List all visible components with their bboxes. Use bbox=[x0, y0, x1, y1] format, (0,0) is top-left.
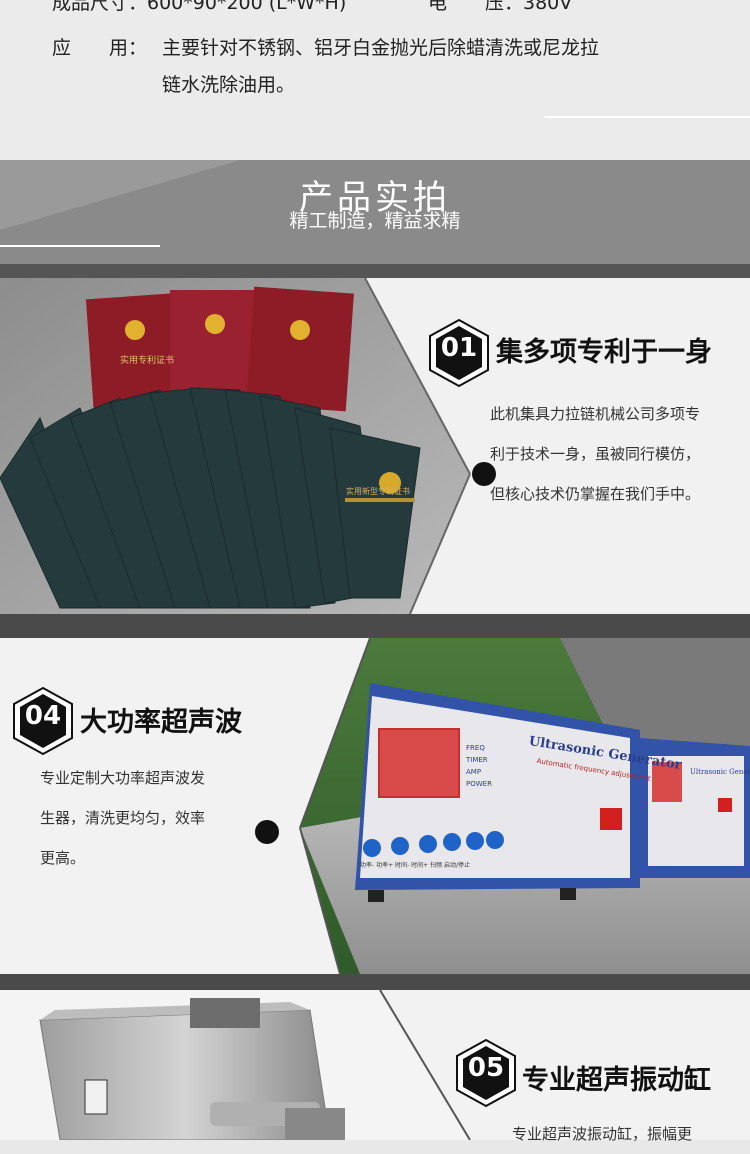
feature-05-title: 专业超声振动缸 bbox=[522, 1065, 711, 1096]
panel-label: TIMER bbox=[466, 756, 488, 764]
feature-01-desc-line: 利于技术一身，虽被同行模仿， bbox=[490, 445, 701, 463]
cert-green-label: 实用新型专利证书 bbox=[346, 487, 410, 496]
feature-01-number: 01 bbox=[440, 333, 478, 363]
separator-bar bbox=[0, 974, 750, 990]
banner-subtitle: 精工制造，精益求精 bbox=[289, 210, 461, 232]
feature-04-title: 大功率超声波 bbox=[80, 707, 242, 738]
spec-usage-text-1: 主要针对不锈钢、铝牙白金抛光后除蜡清洗或尼龙拉 bbox=[162, 37, 600, 59]
feature-01-title: 集多项专利于一身 bbox=[496, 337, 712, 368]
feature-01-desc-line: 此机集具力拉链机械公司多项专 bbox=[490, 405, 701, 423]
feature-05-desc: 专业超声波振动缸，振幅更 bbox=[512, 1114, 747, 1154]
cert-red-label: 实用专利证书 bbox=[120, 356, 175, 366]
feature-01-panel: 实用专利证书 实用新型专利证书 01 集多项专利于一身 此机集具力拉链机械公司多… bbox=[0, 278, 750, 614]
feature-05-panel: 05 专业超声振动缸 专业超声波振动缸，振幅更 bbox=[0, 990, 750, 1143]
spec-voltage: 电 压：380V bbox=[428, 0, 573, 14]
button-label: 时间- bbox=[395, 862, 410, 869]
banner-decoration bbox=[0, 160, 750, 264]
device-2-title: Ultrasonic Generator bbox=[690, 768, 750, 776]
feature-04-desc-line: 生器，清洗更均匀，效率 bbox=[40, 809, 206, 827]
feature-05-desc-line: 专业超声波振动缸，振幅更 bbox=[512, 1125, 693, 1143]
spec-usage-label: 应 用： bbox=[52, 37, 148, 59]
feature-01-desc: 此机集具力拉链机械公司多项专 利于技术一身，虽被同行模仿， 但核心技术仍掌握在我… bbox=[490, 394, 740, 514]
button-label: 功率- bbox=[360, 862, 375, 869]
separator-bar bbox=[0, 614, 750, 638]
panel-label: AMP bbox=[466, 768, 482, 776]
panel-label: FREQ bbox=[466, 744, 485, 752]
spec-usage-text-2: 链水洗除油用。 bbox=[162, 74, 296, 96]
banner-title: 产品实拍 bbox=[299, 178, 451, 218]
spec-section: 成品尺寸：600*90*200 (L*W*H) 电 压：380V 应 用： 主要… bbox=[0, 0, 750, 160]
feature-04-photo bbox=[299, 638, 750, 974]
feature-04-number-badge bbox=[13, 686, 73, 756]
feature-01-number-badge bbox=[429, 318, 489, 388]
feature-04-number: 04 bbox=[24, 701, 62, 731]
device-panel-labels: FREQ TIMER AMP POWER bbox=[466, 742, 492, 790]
spec-divider-line bbox=[545, 116, 750, 118]
panel-label: POWER bbox=[466, 780, 492, 788]
feature-05-number: 05 bbox=[467, 1053, 505, 1083]
feature-04-panel: Ultrasonic Generator Automatic frequency… bbox=[0, 638, 750, 974]
button-label: 启动/停止 bbox=[444, 862, 471, 869]
banner-bottom-bar bbox=[0, 264, 750, 278]
device-button-labels: 功率- 功率+ 时间- 时间+ 扫频 启动/停止 bbox=[360, 860, 470, 869]
feature-04-desc-line: 专业定制大功率超声波发 bbox=[40, 769, 206, 787]
feature-04-dot bbox=[255, 820, 279, 844]
feature-05-number-badge bbox=[456, 1038, 516, 1108]
feature-04-desc-line: 更高。 bbox=[40, 849, 86, 867]
button-label: 时间+ bbox=[411, 862, 429, 869]
feature-05-photo bbox=[0, 990, 471, 1140]
feature-01-desc-line: 但核心技术仍掌握在我们手中。 bbox=[490, 485, 701, 503]
button-label: 功率+ bbox=[376, 862, 394, 869]
feature-01-photo bbox=[0, 278, 471, 614]
button-label: 扫频 bbox=[430, 862, 443, 869]
spec-size: 成品尺寸：600*90*200 (L*W*H) bbox=[52, 0, 347, 14]
section-banner: 产品实拍 精工制造，精益求精 bbox=[0, 160, 750, 264]
feature-04-desc: 专业定制大功率超声波发 生器，清洗更均匀，效率 更高。 bbox=[40, 758, 270, 878]
feature-01-dot bbox=[472, 462, 496, 486]
